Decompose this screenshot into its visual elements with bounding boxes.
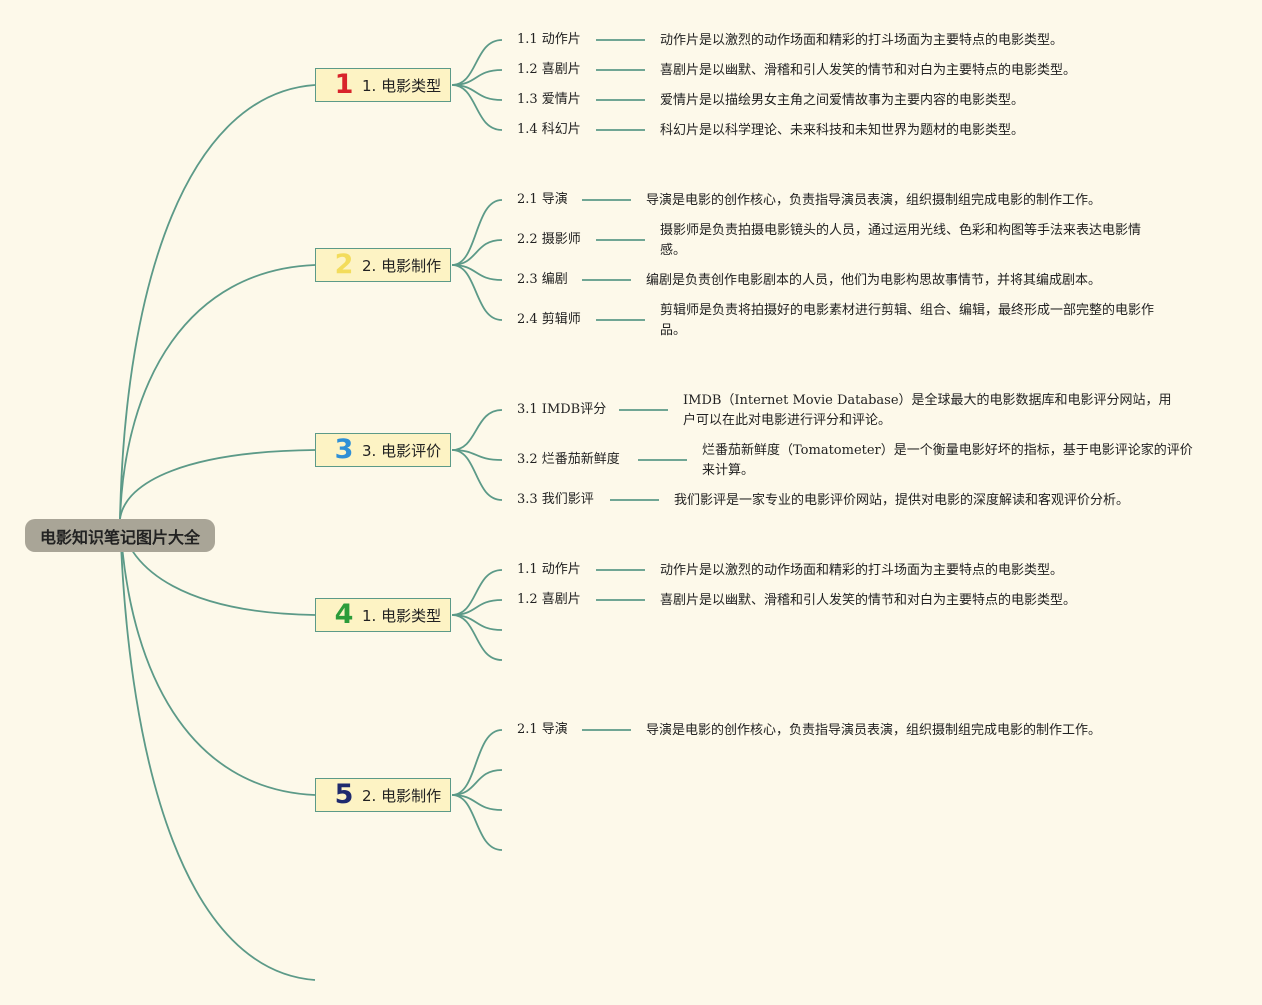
- sub-topic-description: 喜剧片是以幽默、滑稽和引人发笑的情节和对白为主要特点的电影类型。: [660, 63, 1077, 78]
- branch-connector: [119, 84, 316, 520]
- branch-number-icon: 5: [334, 779, 354, 810]
- branch-node[interactable]: 4 1. 电影类型: [315, 598, 451, 632]
- sub-connector: [451, 614, 503, 661]
- sub-topic-label[interactable]: 2.3 编剧: [517, 272, 568, 287]
- sub-topic-label[interactable]: 3.2 烂番茄新鲜度: [517, 452, 620, 467]
- sub-topic-label[interactable]: 3.3 我们影评: [517, 492, 594, 507]
- sub-topic-label[interactable]: 1.2 喜剧片: [517, 62, 581, 77]
- sub-connector: [451, 729, 503, 796]
- sub-topic-label[interactable]: 1.2 喜剧片: [517, 592, 581, 607]
- branch-node[interactable]: 3 3. 电影评价: [315, 433, 451, 467]
- sub-topic-description: 科幻片是以科学理论、未来科技和未知世界为题材的电影类型。: [660, 123, 1025, 138]
- branch-node[interactable]: 5 2. 电影制作: [315, 778, 451, 812]
- branch-label: 2. 电影制作: [362, 256, 442, 275]
- branch-node[interactable]: 1 1. 电影类型: [315, 68, 451, 102]
- root-label: 电影知识笔记图片大全: [39, 527, 200, 547]
- sub-topic-label[interactable]: 3.1 IMDB评分: [517, 402, 607, 417]
- sub-connector: [451, 39, 503, 86]
- sub-topic-description: 动作片是以激烈的动作场面和精彩的打斗场面为主要特点的电影类型。: [660, 33, 1064, 48]
- branch-connector: [119, 518, 316, 796]
- sub-topic-label[interactable]: 2.1 导演: [517, 722, 568, 737]
- sub-topic-description: 导演是电影的创作核心，负责指导演员表演，组织摄制组完成电影的制作工作。: [646, 193, 1102, 208]
- sub-connector: [451, 239, 503, 266]
- branch-label: 1. 电影类型: [362, 76, 442, 95]
- branch-node[interactable]: 2 2. 电影制作: [315, 248, 451, 282]
- root-node[interactable]: 电影知识笔记图片大全: [25, 519, 215, 552]
- sub-topic-description: 摄影师是负责拍摄电影镜头的人员，通过运用光线、色彩和构图等手法来表达电影情感。: [660, 223, 1142, 258]
- sub-connector: [451, 449, 503, 501]
- sub-connector: [451, 264, 503, 321]
- sub-topic-description: 剪辑师是负责将拍摄好的电影素材进行剪辑、组合、编辑，最终形成一部完整的电影作品。: [660, 303, 1155, 338]
- sub-topic-label[interactable]: 2.1 导演: [517, 192, 568, 207]
- sub-connector: [451, 199, 503, 266]
- branch-number-icon: 3: [334, 434, 354, 465]
- sub-topic-label[interactable]: 1.3 爱情片: [517, 92, 581, 107]
- sub-connector: [451, 769, 503, 796]
- branch-connector: [119, 449, 316, 520]
- sub-topic-description: IMDB（Internet Movie Database）是全球最大的电影数据库…: [683, 393, 1172, 428]
- branch-label: 3. 电影评价: [362, 441, 442, 460]
- sub-topic-label[interactable]: 1.1 动作片: [517, 32, 581, 47]
- sub-connector: [451, 409, 503, 451]
- branch-number-icon: 2: [334, 249, 354, 280]
- sub-topic-description: 喜剧片是以幽默、滑稽和引人发笑的情节和对白为主要特点的电影类型。: [660, 593, 1077, 608]
- sub-topic-label[interactable]: 2.2 摄影师: [517, 232, 581, 247]
- sub-topic-description: 烂番茄新鲜度（Tomatometer）是一个衡量电影好坏的指标，基于电影评论家的…: [702, 443, 1193, 478]
- sub-topic-description: 我们影评是一家专业的电影评价网站，提供对电影的深度解读和客观评价分析。: [674, 493, 1130, 508]
- sub-connector: [451, 569, 503, 616]
- sub-topic-description: 导演是电影的创作核心，负责指导演员表演，组织摄制组完成电影的制作工作。: [646, 723, 1102, 738]
- sub-connector: [451, 84, 503, 131]
- sub-topic-label[interactable]: 1.1 动作片: [517, 562, 581, 577]
- sub-topic-description: 爱情片是以描绘男女主角之间爱情故事为主要内容的电影类型。: [660, 93, 1025, 108]
- branch-number-icon: 1: [334, 69, 354, 100]
- sub-topic-description: 动作片是以激烈的动作场面和精彩的打斗场面为主要特点的电影类型。: [660, 563, 1064, 578]
- branch-label: 1. 电影类型: [362, 606, 442, 625]
- sub-topic-label[interactable]: 1.4 科幻片: [517, 122, 581, 137]
- branch-connector: [119, 264, 316, 520]
- sub-connector: [451, 794, 503, 851]
- sub-topic-description: 编剧是负责创作电影剧本的人员，他们为电影构思故事情节，并将其编成剧本。: [646, 273, 1102, 288]
- sub-topic-label[interactable]: 2.4 剪辑师: [517, 312, 581, 327]
- branch-connector: [119, 518, 316, 981]
- branch-label: 2. 电影制作: [362, 786, 442, 805]
- branch-number-icon: 4: [334, 599, 354, 630]
